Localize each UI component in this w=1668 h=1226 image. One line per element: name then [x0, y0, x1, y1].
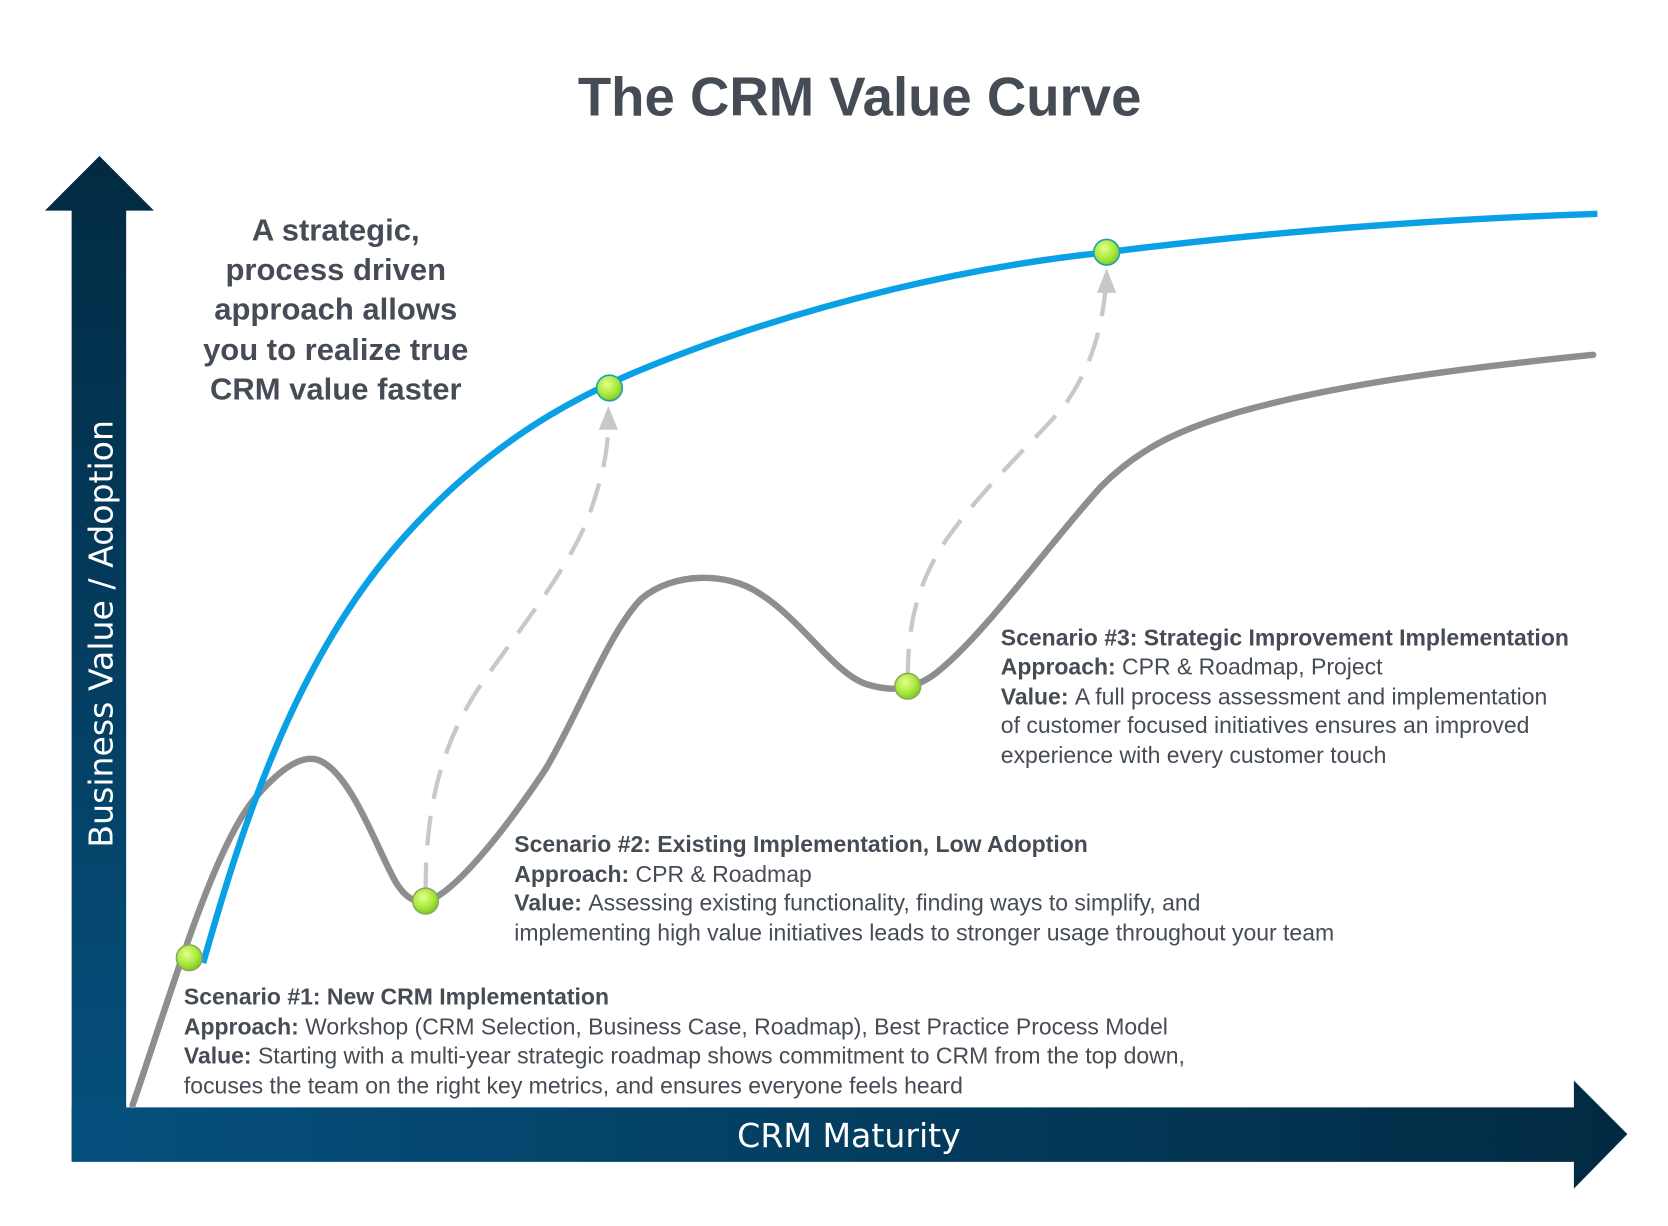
tagline: A strategic, process driven approach all…: [203, 213, 468, 407]
dashed-arrow-scenario-3: [905, 268, 1117, 679]
tagline-line: you to realize true: [203, 332, 468, 367]
approach-label: Approach:: [514, 861, 629, 887]
value-text: Starting with a multi-year strategic roa…: [258, 1043, 1185, 1069]
scenario-heading: Scenario #2: Existing Implementation, Lo…: [514, 831, 1088, 857]
x-axis-arrow: CRM Maturity: [71, 1080, 1628, 1189]
scenario-heading: Scenario #3: Strategic Improvement Imple…: [1001, 625, 1569, 651]
approach-text: CPR & Roadmap: [636, 861, 812, 887]
tagline-line: process driven: [225, 252, 446, 287]
strategic-marker-3: [1093, 238, 1121, 266]
x-axis-label: CRM Maturity: [737, 1116, 961, 1155]
scenario-approach: Approach: Workshop (CRM Selection, Busin…: [184, 1014, 1168, 1040]
typical-adoption-curve: [129, 351, 1597, 1109]
value-text: A full process assessment and implementa…: [1075, 683, 1547, 709]
scenario-value-continued: of customer focused initiatives ensures …: [1001, 712, 1530, 738]
approach-label: Approach:: [1001, 653, 1116, 679]
value-text: Assessing existing functionality, findin…: [588, 890, 1200, 916]
scenario-1-description: Scenario #1: New CRM Implementation Appr…: [184, 984, 1185, 1099]
scenario-value: Value: A full process assessment and imp…: [1001, 683, 1548, 709]
scenario-1-marker: [175, 944, 203, 972]
scenario-3-marker: [894, 672, 922, 700]
approach-text: Workshop (CRM Selection, Business Case, …: [305, 1014, 1168, 1040]
scenario-approach: Approach: CPR & Roadmap: [514, 861, 811, 887]
scenario-value: Value: Starting with a multi-year strate…: [184, 1043, 1185, 1069]
scenario-2-marker: [411, 887, 440, 915]
scenario-value-continued: focuses the team on the right key metric…: [184, 1072, 963, 1098]
scenario-approach: Approach: CPR & Roadmap, Project: [1001, 653, 1383, 679]
tagline-line: CRM value faster: [210, 372, 462, 407]
dashed-arrow-scenario-2: [423, 406, 619, 893]
tagline-line: approach allows: [214, 292, 457, 327]
y-axis-arrow: Business Value / Adoption: [44, 156, 154, 1161]
approach-label: Approach:: [184, 1014, 299, 1040]
scenario-2-description: Scenario #2: Existing Implementation, Lo…: [514, 831, 1334, 946]
strategic-value-curve: [200, 210, 1598, 964]
value-label: Value:: [514, 890, 582, 916]
tagline-line: A strategic,: [252, 213, 420, 248]
scenario-heading: Scenario #1: New CRM Implementation: [184, 984, 609, 1010]
scenario-3-description: Scenario #3: Strategic Improvement Imple…: [1001, 625, 1569, 769]
scenario-value-continued: implementing high value initiatives lead…: [514, 920, 1334, 946]
y-axis-label: Business Value / Adoption: [81, 420, 120, 848]
approach-text: CPR & Roadmap, Project: [1122, 653, 1383, 679]
page-title: The CRM Value Curve: [578, 66, 1142, 127]
scenario-value: Value: Assessing existing functionality,…: [514, 890, 1200, 916]
value-label: Value:: [184, 1043, 252, 1069]
scenario-value-continued: experience with every customer touch: [1001, 742, 1387, 768]
value-label: Value:: [1001, 683, 1069, 709]
strategic-marker-2: [595, 374, 624, 402]
